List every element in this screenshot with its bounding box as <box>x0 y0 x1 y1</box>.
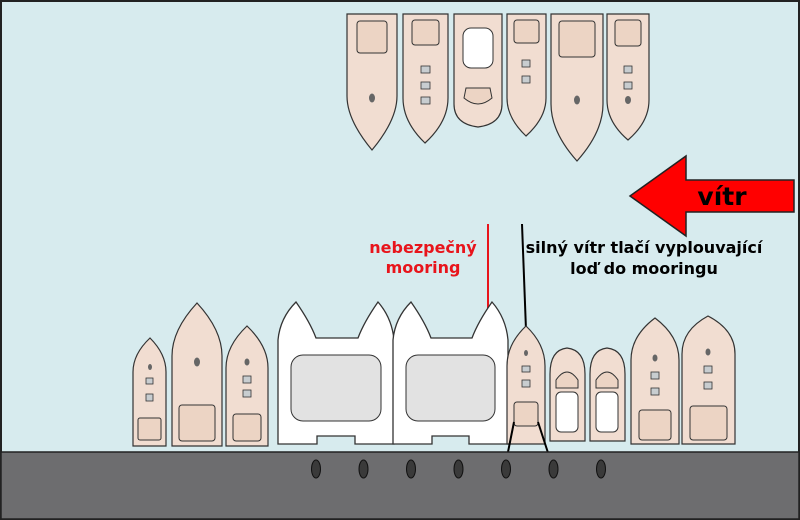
top-boat-row <box>346 13 650 162</box>
bollard <box>358 459 369 479</box>
bottom-boat-sailboat <box>630 317 680 445</box>
note-pointer-line <box>521 223 527 331</box>
pier <box>0 451 800 520</box>
bollard <box>501 459 511 479</box>
note-label-line-2: loď do mooringu <box>570 259 718 278</box>
bottom-boat-motorboat <box>549 347 586 442</box>
bottom-boat-sailboat <box>681 315 736 445</box>
bollard <box>311 459 321 479</box>
top-boat-sailboat <box>402 13 449 144</box>
note-label-line-1: silný vítr tlačí vyplouvající <box>526 238 764 257</box>
bottom-catamaran <box>277 300 395 445</box>
bollard <box>453 459 464 479</box>
bottom-boat-sailboat <box>132 337 167 447</box>
wind-arrow: vítr <box>628 154 795 238</box>
top-boat-sailboat <box>506 13 547 137</box>
bottom-catamaran <box>392 300 509 445</box>
bottom-boat-motorboat <box>589 347 626 442</box>
danger-label-line-2: mooring <box>386 258 461 277</box>
bollard <box>406 459 416 479</box>
bollard-row <box>311 459 606 479</box>
top-boat-motorboat <box>453 13 503 128</box>
bollard <box>548 459 559 479</box>
bottom-boat-sailboat <box>171 302 223 447</box>
bottom-boat-row <box>132 300 736 447</box>
departing-boat <box>506 325 546 445</box>
wind-label: vítr <box>697 182 747 211</box>
bottom-boat-sailboat <box>225 325 269 447</box>
danger-label-line-1: nebezpečný <box>369 238 477 257</box>
top-boat-sailboat <box>606 13 650 141</box>
top-boat-sailboat <box>550 13 604 162</box>
top-boat-sailboat <box>346 13 398 151</box>
bollard <box>596 459 606 479</box>
